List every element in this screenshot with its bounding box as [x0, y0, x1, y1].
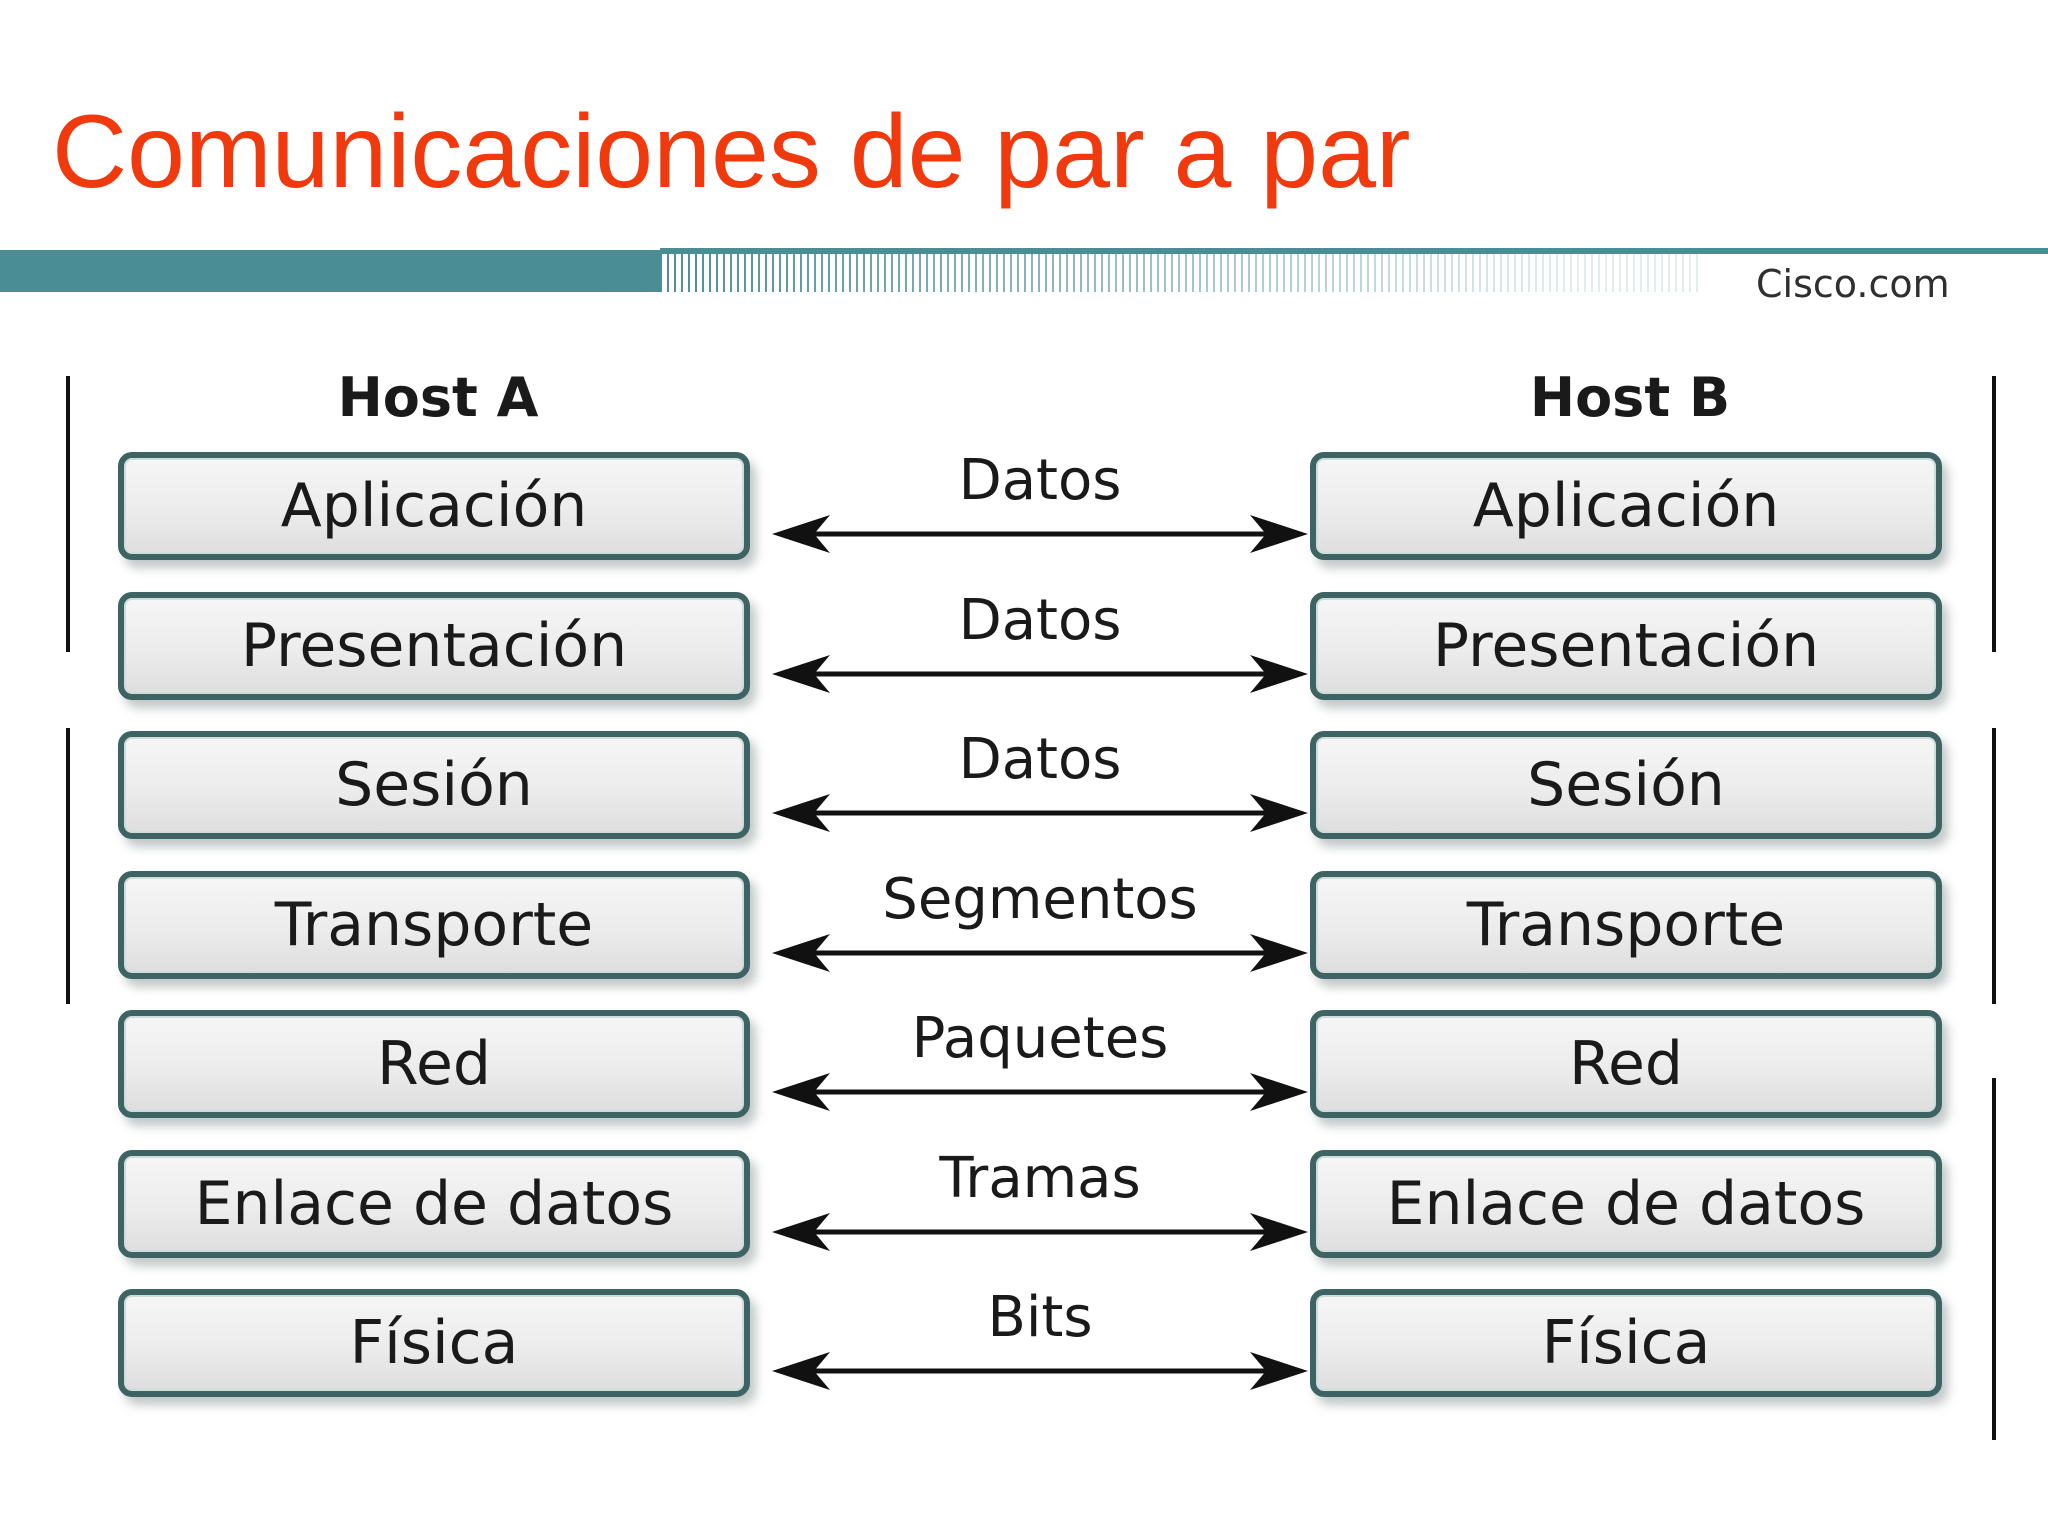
bracket-left-lower [66, 728, 70, 1004]
double-arrow-fisica [772, 1352, 1308, 1390]
pdu-label-sesion: Datos [958, 727, 1122, 792]
pdu-label-fisica: Bits [987, 1285, 1093, 1350]
cisco-brand: Cisco.com [1756, 262, 1950, 306]
double-arrow-sesion [772, 794, 1308, 832]
bracket-right-upper [1992, 376, 1996, 652]
double-arrow-transporte [772, 934, 1308, 972]
host-a-layer-sesion: Sesión [118, 731, 750, 839]
pdu-label-transporte: Segmentos [882, 867, 1198, 932]
host-b-layer-transporte: Transporte [1310, 871, 1942, 979]
host-b-layer-presentacion: Presentación [1310, 592, 1942, 700]
bracket-right-lower [1992, 1078, 1996, 1440]
host-b-layer-enlace-de-datos: Enlace de datos [1310, 1150, 1942, 1258]
bracket-right-middle [1992, 728, 1996, 1004]
pdu-label-aplicacion: Datos [958, 448, 1122, 513]
host-a-layer-red: Red [118, 1010, 750, 1118]
host-a-layer-presentacion: Presentación [118, 592, 750, 700]
pdu-label-red: Paquetes [911, 1006, 1169, 1071]
host-b-layer-fisica: Física [1310, 1289, 1942, 1397]
header-banner [0, 248, 2048, 292]
double-arrow-presentacion [772, 655, 1308, 693]
host-a-layer-enlace-de-datos: Enlace de datos [118, 1150, 750, 1258]
host-a-layer-aplicacion: Aplicación [118, 452, 750, 560]
host-b-layer-aplicacion: Aplicación [1310, 452, 1942, 560]
double-arrow-red [772, 1073, 1308, 1111]
bracket-left-upper [66, 376, 70, 652]
pdu-label-enlace-de-datos: Tramas [939, 1146, 1141, 1211]
pdu-label-presentacion: Datos [958, 588, 1122, 653]
host-b-layer-red: Red [1310, 1010, 1942, 1118]
host-b-title: Host B [1529, 366, 1731, 429]
host-a-title: Host A [337, 366, 539, 429]
double-arrow-aplicacion [772, 515, 1308, 553]
double-arrow-enlace-de-datos [772, 1213, 1308, 1251]
host-a-layer-transporte: Transporte [118, 871, 750, 979]
host-b-layer-sesion: Sesión [1310, 731, 1942, 839]
host-a-layer-fisica: Física [118, 1289, 750, 1397]
slide-title: Comunicaciones de par a par [52, 94, 1411, 210]
